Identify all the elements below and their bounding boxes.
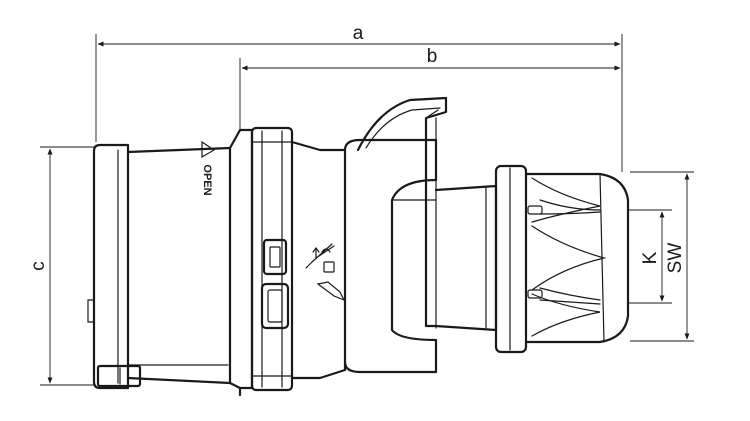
gland-nut [494, 164, 630, 354]
main-body [290, 138, 438, 380]
dimension-a: a [95, 23, 623, 172]
rear-cap [87, 143, 232, 390]
dimension-k: K [628, 209, 672, 304]
dimension-sw-label: SW [665, 243, 686, 274]
screwdriver-icon [305, 243, 346, 302]
switch-panel [260, 238, 290, 330]
dimension-b: b [239, 46, 621, 132]
dimension-c-label: c [28, 261, 49, 271]
open-marking: OPEN [201, 140, 216, 196]
cable-gland-arm [356, 96, 448, 329]
locking-ring [228, 126, 294, 397]
dimension-sw: SW [630, 171, 694, 342]
open-marking-label: OPEN [201, 164, 213, 195]
dimension-a-label: a [353, 23, 364, 44]
dimension-b-label: b [427, 46, 438, 67]
neck [434, 184, 498, 332]
dimension-k-label: K [640, 251, 661, 264]
dimension-c: c [28, 146, 94, 386]
